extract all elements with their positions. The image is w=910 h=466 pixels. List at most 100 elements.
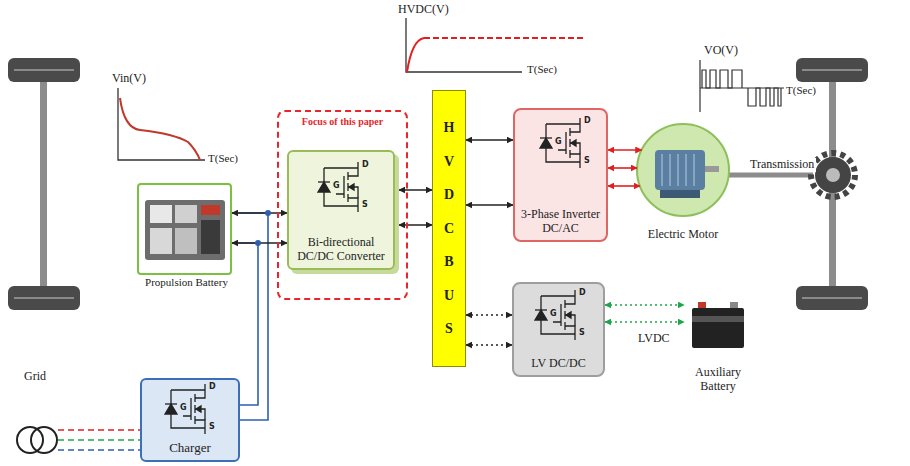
pin-name: S [584, 156, 590, 165]
motor-shaft [705, 166, 719, 172]
axis-label: T(Sec) [527, 63, 557, 76]
junction-dot [265, 210, 271, 216]
node-text: 3-Phase Inverter DC/AC [519, 208, 602, 236]
part-label: Transmission [748, 158, 816, 172]
axis-label: VO(V) [704, 44, 738, 58]
motor-base [660, 190, 700, 198]
battery-part [201, 205, 220, 215]
graph-curve [120, 98, 200, 160]
power-link [466, 139, 513, 141]
pin-name: D [584, 116, 591, 125]
gear-teeth [811, 153, 855, 197]
power-link [608, 149, 642, 151]
transformer-coil [31, 427, 57, 453]
pwm-wave [702, 70, 742, 88]
power-link [399, 224, 432, 226]
motor-node: Electric Motor [630, 122, 736, 246]
power-link [466, 344, 512, 346]
pin-name: D [579, 288, 586, 297]
mosfet-diode-symbol [540, 118, 580, 168]
pin-name: S [209, 422, 215, 431]
power-link [399, 189, 432, 191]
axis-label: T(Sec) [786, 84, 816, 97]
charger-box: Charger [140, 378, 240, 462]
power-link [466, 204, 513, 206]
axle [40, 82, 47, 286]
auxiliary-battery-picture [692, 302, 744, 348]
motor-body [655, 150, 705, 190]
pin-name: D [362, 160, 369, 169]
motor-picture [637, 124, 729, 216]
graph-axes [118, 88, 205, 160]
pin-name: G [180, 403, 187, 412]
node-text: Bi-directional DC/DC Converter [293, 236, 389, 264]
power-link [605, 321, 684, 323]
battery-module [150, 205, 172, 223]
battery-pack [145, 200, 225, 260]
node-text: LV DC/DC [531, 357, 585, 371]
battery-box: Propulsion Battery [137, 183, 232, 275]
node-text: HVDCBUS [442, 111, 456, 346]
pin-name: G [550, 309, 557, 318]
axis-label: HVDC(V) [398, 3, 449, 17]
power-link [58, 439, 140, 441]
node-text: Electric Motor [648, 228, 718, 242]
node-text: Focus of this paper [302, 116, 383, 128]
battery-terminal [698, 302, 706, 308]
auxiliary-battery-node: Auxiliary Battery [684, 298, 752, 398]
node-text: Grid [24, 370, 46, 384]
graph-axes [406, 18, 522, 72]
pin-name: S [579, 328, 585, 337]
motor-fins [662, 154, 694, 186]
inverter-box: 3-Phase Inverter DC/AC [513, 108, 608, 242]
power-link [605, 304, 684, 306]
axis-label: Vin(V) [112, 72, 146, 86]
drive-shaft [729, 173, 813, 178]
motor-circle [637, 124, 729, 216]
battery-terminal [730, 302, 738, 308]
pin-name: G [555, 137, 562, 146]
mosfet-diode-symbol [318, 162, 358, 212]
battery-part [201, 220, 220, 254]
power-link [58, 429, 140, 431]
voltage-label: LVDC [638, 332, 670, 346]
battery-pack-picture [145, 200, 225, 260]
pwm-wave [748, 88, 781, 106]
gear-body [815, 157, 851, 193]
battery-module [150, 228, 172, 254]
pin-name: S [362, 200, 368, 209]
graph-curve [424, 37, 585, 39]
graph-axes [700, 60, 784, 112]
hvdc-graph [406, 18, 585, 72]
power-link [466, 314, 512, 316]
converter-box: Bi-directional DC/DC Converter [287, 150, 395, 270]
pin-name: G [333, 181, 340, 190]
battery-case [692, 308, 744, 348]
pin-name: D [209, 382, 216, 391]
transformer-symbol [17, 427, 57, 453]
gear [811, 153, 855, 197]
battery-module [175, 205, 197, 223]
mosfet-diode-symbol [535, 290, 575, 340]
graph-curve [407, 38, 424, 72]
vin-graph [118, 88, 205, 160]
node-text: Propulsion Battery [129, 276, 244, 289]
power-link [58, 449, 140, 451]
node-text: Charger [169, 441, 211, 456]
focus-region: Focus of this paperBi-directional DC/DC … [277, 110, 408, 300]
gear-hub [826, 168, 840, 182]
lv-converter-box: LV DC/DC [512, 282, 605, 377]
grid-node: Grid [12, 366, 58, 460]
mosfet-diode-symbol [165, 384, 205, 434]
battery-module [175, 228, 197, 254]
node-text: Auxiliary Battery [688, 366, 748, 394]
battery-stripe [692, 316, 744, 322]
vo-graph [700, 60, 784, 112]
bus-bar: HVDCBUS [432, 90, 466, 367]
power-link [608, 185, 640, 187]
axis-label: T(Sec) [208, 152, 238, 165]
junction-dot [255, 240, 261, 246]
power-link [608, 167, 637, 169]
